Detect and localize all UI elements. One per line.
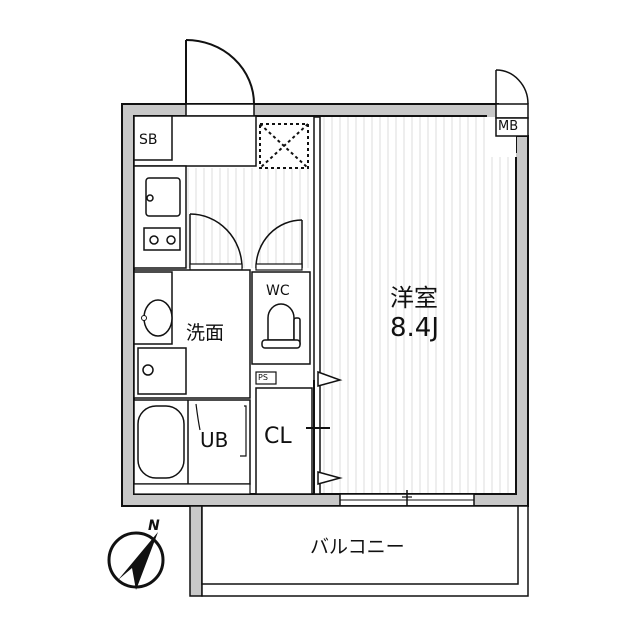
- western-room-floor: [320, 117, 515, 493]
- compass-icon: [107, 531, 165, 590]
- bathtub-icon: [137, 405, 185, 479]
- washbasin-icon: [143, 299, 173, 337]
- closet: [255, 370, 343, 495]
- toilet-label: WC: [266, 283, 290, 299]
- washroom-label: 洗面: [186, 322, 225, 344]
- bath-label: UB: [200, 428, 229, 452]
- pipe-space: [255, 371, 277, 385]
- balcony: [189, 505, 529, 597]
- pipe-space-label: PS: [258, 373, 268, 382]
- entrance-door: [185, 39, 255, 117]
- partition-wall: [313, 116, 321, 495]
- toilet-door: [255, 219, 303, 271]
- toilet-icon: [267, 303, 295, 341]
- balcony-label: バルコニー: [310, 536, 405, 558]
- meter-box-label: MB: [498, 119, 519, 134]
- unit-bath: [133, 399, 251, 495]
- kitchen-floor: [186, 168, 314, 268]
- shoe-box: [133, 115, 173, 161]
- closet-label: CL: [264, 424, 292, 449]
- shoe-box-label: SB: [139, 132, 158, 148]
- kitchen-counter: [133, 165, 187, 269]
- washroom-door: [189, 213, 243, 271]
- toilet-room: [251, 271, 311, 365]
- meter-box: [495, 69, 529, 137]
- western-room-label: 洋室: [390, 284, 438, 312]
- sink-icon: [145, 177, 181, 217]
- western-room-size: 8.4J: [390, 313, 440, 343]
- refrigerator-space: [259, 123, 309, 169]
- washroom: [133, 269, 251, 399]
- compass-north-label: N: [148, 518, 160, 534]
